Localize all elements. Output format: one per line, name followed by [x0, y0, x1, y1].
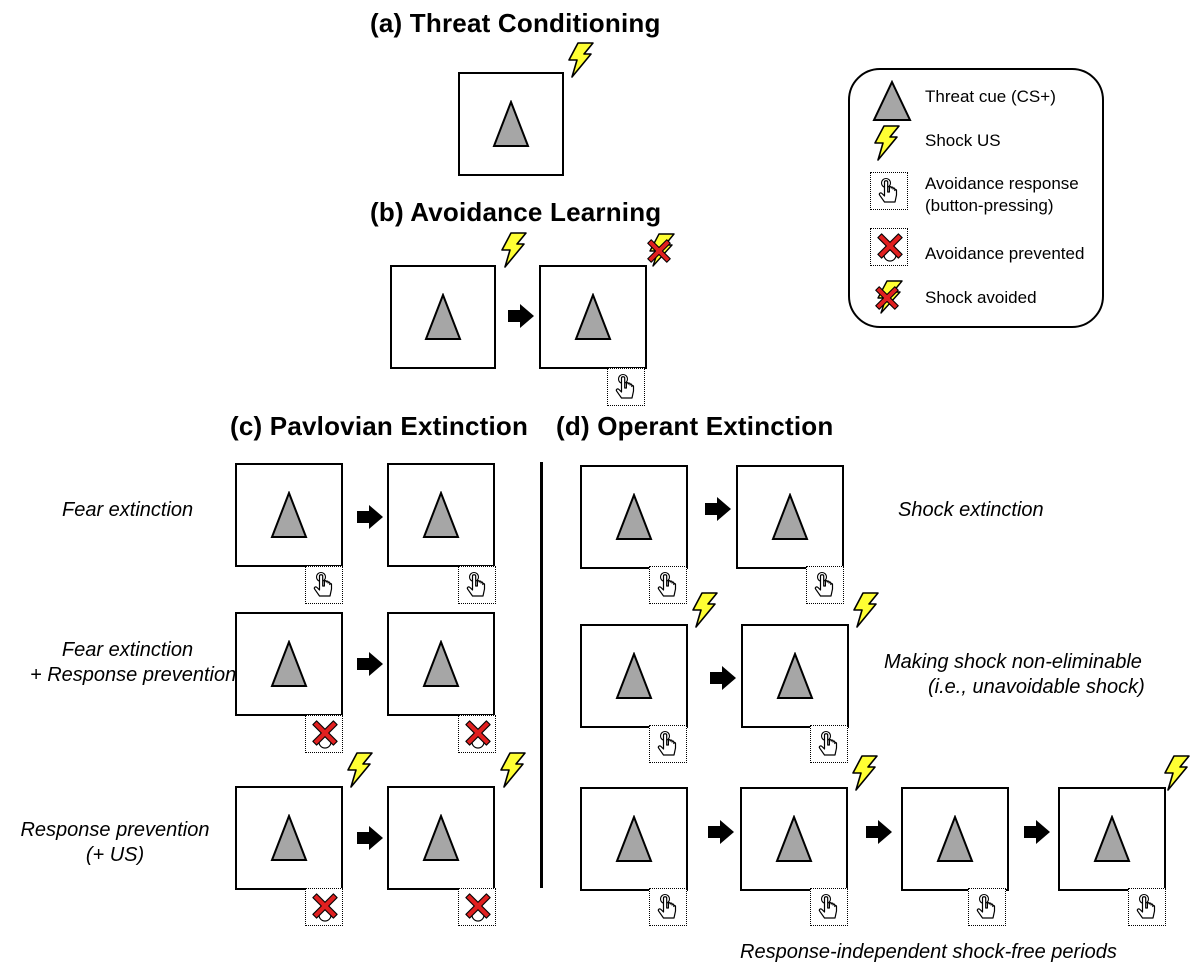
button-press-icon [649, 566, 687, 604]
stimulus-screen [741, 624, 849, 728]
lightning-bolt-icon [497, 232, 527, 273]
shock-avoided-icon [873, 280, 903, 314]
legend-label-line: (button-pressing) [925, 196, 1054, 216]
legend-label-avoidance-prevented: Avoidance prevented [925, 244, 1085, 263]
lightning-bolt-icon [848, 755, 878, 796]
stimulus-screen [387, 786, 495, 890]
stimulus-screen [458, 72, 564, 176]
panel-c-title: (c) Pavlovian Extinction [230, 411, 529, 441]
right-arrow-icon [357, 826, 383, 855]
right-arrow-icon [866, 820, 892, 849]
row-label-line: Fear extinction [61, 639, 194, 661]
response-prevented-icon [305, 715, 343, 753]
button-press-icon [810, 725, 848, 763]
button-press-icon [305, 566, 343, 604]
row-label-unavoidable-shock: Making shock non-eliminable (i.e., unavo… [884, 650, 1154, 700]
button-press-icon [649, 725, 687, 763]
row-label-line: (i.e., unavoidable shock) [928, 676, 1145, 698]
stimulus-screen [235, 463, 343, 567]
lightning-bolt-icon [496, 752, 526, 793]
row-label-shock-extinction: Shock extinction [898, 499, 1044, 521]
stimulus-screen [387, 612, 495, 716]
button-press-icon [870, 172, 908, 210]
lightning-bolt-icon [849, 592, 879, 633]
right-arrow-icon [1024, 820, 1050, 849]
stimulus-screen [580, 465, 688, 569]
legend-label-avoidance-response: Avoidance response (button-pressing) [925, 173, 1079, 217]
right-arrow-icon [357, 505, 383, 534]
row-label-fear-extinction: Fear extinction [62, 499, 194, 521]
panel-d-title: (d) Operant Extinction [556, 411, 834, 441]
lightning-bolt-icon [1160, 755, 1190, 796]
legend-label-line: Avoidance response [925, 174, 1079, 193]
response-prevented-icon [870, 228, 908, 266]
panel-a-title: (a) Threat Conditioning [370, 8, 661, 38]
stimulus-screen [1058, 787, 1166, 891]
response-prevented-icon [458, 715, 496, 753]
row-label-response-prevention-us: Response prevention (+ US) [15, 818, 215, 868]
stimulus-screen [387, 463, 495, 567]
right-arrow-icon [708, 820, 734, 849]
lightning-bolt-icon [688, 592, 718, 633]
row-label-line: Response prevention [20, 819, 210, 841]
legend-label-threat-cue: Threat cue (CS+) [925, 87, 1056, 106]
button-press-icon [458, 566, 496, 604]
legend-label-shock-us: Shock US [925, 131, 1001, 150]
response-prevented-icon [305, 888, 343, 926]
lightning-bolt-icon [343, 752, 373, 793]
stimulus-screen [736, 465, 844, 569]
shock-avoided-icon [645, 233, 675, 267]
button-press-icon [1128, 888, 1166, 926]
stimulus-screen [235, 612, 343, 716]
response-prevented-icon [458, 888, 496, 926]
stimulus-screen [740, 787, 848, 891]
right-arrow-icon [710, 666, 736, 695]
panel-divider [540, 462, 543, 888]
row-label-fear-extinction-response-prevention: Fear extinction + Response prevention [30, 638, 237, 688]
lightning-bolt-icon [870, 125, 900, 166]
stimulus-screen [580, 787, 688, 891]
stimulus-screen [235, 786, 343, 890]
stimulus-screen [901, 787, 1009, 891]
stimulus-screen [539, 265, 647, 369]
legend-threat-cue-icon [872, 79, 912, 122]
button-press-icon [810, 888, 848, 926]
legend-label-shock-avoided: Shock avoided [925, 288, 1037, 307]
panel-b-title: (b) Avoidance Learning [370, 197, 662, 227]
row-label-line: (+ US) [85, 844, 145, 866]
button-press-icon [806, 566, 844, 604]
button-press-icon [607, 368, 645, 406]
button-press-icon [649, 888, 687, 926]
row-label-line: Making shock non-eliminable [884, 651, 1142, 673]
button-press-icon [968, 888, 1006, 926]
stimulus-screen [580, 624, 688, 728]
right-arrow-icon [705, 497, 731, 526]
stimulus-screen [390, 265, 496, 369]
row-label-shock-free-periods: Response-independent shock-free periods [740, 941, 1117, 963]
row-label-line: + Response prevention [30, 664, 237, 686]
right-arrow-icon [357, 652, 383, 681]
lightning-bolt-icon [564, 42, 594, 83]
right-arrow-icon [508, 304, 534, 333]
